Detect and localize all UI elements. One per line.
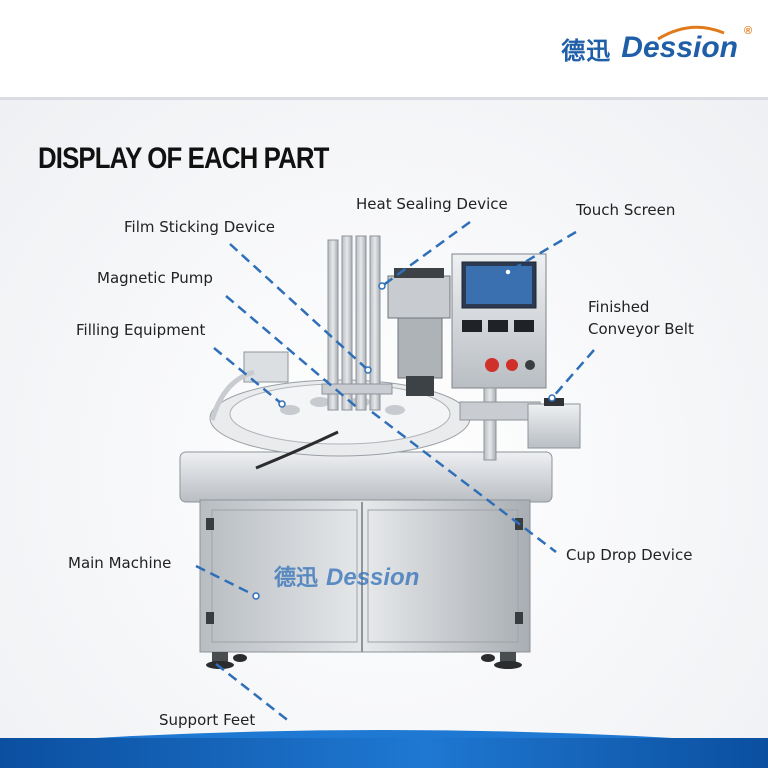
brand-logo: 德迅 Dession ® — [561, 24, 752, 72]
header-divider — [0, 97, 768, 100]
leader-main-machine — [195, 564, 257, 598]
label-heat-sealing-device: Heat Sealing Device — [356, 195, 508, 213]
leader-endpoints — [252, 268, 556, 600]
brand-swoosh-icon — [657, 25, 725, 41]
label-support-feet: Support Feet — [159, 711, 256, 729]
conveyor-belt — [459, 398, 581, 449]
label-filling-equipment: Filling Equipment — [76, 321, 206, 339]
header: 德迅 Dession ® — [0, 0, 768, 98]
registered-mark: ® — [743, 25, 752, 37]
label-touch-screen: Touch Screen — [576, 201, 676, 219]
label-main-machine: Main Machine — [68, 554, 172, 572]
label-finished: Finished — [588, 298, 650, 316]
label-cup-drop-device: Cup Drop Device — [566, 546, 693, 564]
brand-cn-name: 德迅 — [561, 36, 612, 65]
leader-magnetic-pump — [225, 295, 361, 411]
heat-sealing-unit — [387, 268, 451, 396]
leader-touch-screen — [507, 230, 577, 274]
label-film-sticking-device: Film Sticking Device — [124, 218, 276, 236]
label-magnetic-pump: Magnetic Pump — [97, 269, 213, 287]
brand-en-name: Dession ® — [621, 25, 752, 65]
machine-brand-en: Dession — [326, 564, 419, 591]
bottom-band — [0, 738, 768, 768]
leader-conveyor-belt — [551, 349, 595, 399]
cup-drop-columns — [321, 235, 393, 411]
main-cabinet — [179, 451, 553, 653]
machine-brand-cn: 德迅 — [274, 565, 318, 591]
leader-heat-sealing — [381, 220, 471, 288]
support-feet — [206, 652, 522, 669]
page-title: DISPLAY OF EACH PART — [38, 142, 329, 175]
leader-lines — [195, 220, 595, 723]
leader-cup-drop — [371, 411, 557, 553]
label-conveyor-belt: Conveyor Belt — [588, 320, 694, 338]
control-panel — [451, 253, 547, 461]
filling-equipment — [209, 351, 339, 470]
leader-filling-equipment — [213, 347, 283, 405]
brand-en-text: Dession — [621, 31, 738, 64]
